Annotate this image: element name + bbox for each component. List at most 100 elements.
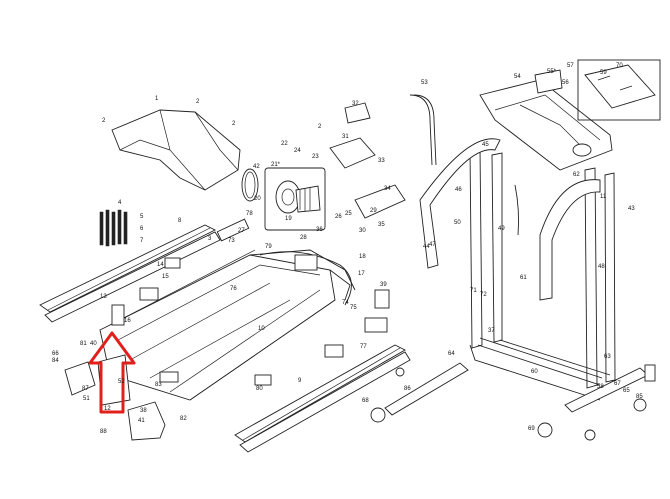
part-number-label: 53	[421, 80, 428, 86]
part-number-label: 80	[256, 386, 263, 392]
part-number-label: 56	[562, 80, 569, 86]
part-number-label: 83	[155, 382, 162, 388]
console-overlay-inset	[577, 59, 661, 121]
part-number-label: 7	[140, 238, 144, 244]
part-number-label: 77	[360, 344, 367, 350]
controller-bracket	[329, 102, 406, 219]
part-number-label: 48	[598, 264, 605, 270]
part-number-label: 28	[300, 235, 307, 241]
part-number-label: 49	[498, 226, 505, 232]
part-number-label: 22	[281, 141, 288, 147]
part-number-label: 9	[298, 378, 302, 384]
part-number-label: 82	[180, 416, 187, 422]
part-number-label: 10	[258, 326, 265, 332]
part-number-label: 54	[514, 74, 521, 80]
part-number-label: 15	[162, 274, 169, 280]
part-number-label: 58	[597, 384, 604, 390]
part-number-label: 87	[82, 386, 89, 392]
right-side-rail	[234, 344, 411, 453]
part-number-label: 88	[100, 429, 107, 435]
part-number-label: 12	[104, 406, 111, 412]
part-number-label: 33	[378, 158, 385, 164]
part-number-label: 13	[100, 294, 107, 300]
motor-assembly	[264, 167, 326, 231]
part-number-label: 23	[312, 154, 319, 160]
part-number-label: 1	[155, 96, 159, 102]
part-number-label: 11	[600, 194, 607, 200]
highlight-arrow	[88, 331, 136, 414]
part-number-label: 26	[335, 214, 342, 220]
part-number-label: 55*	[547, 69, 557, 75]
part-number-label: 44	[423, 244, 430, 250]
drive-belt	[241, 168, 259, 202]
part-number-label: 61	[520, 275, 527, 281]
part-number-label: 65	[623, 388, 630, 394]
part-number-label: 8	[178, 218, 182, 224]
part-number-label: 72	[480, 292, 487, 298]
part-number-label: 78	[246, 211, 253, 217]
part-number-label: 19	[285, 216, 292, 222]
part-number-label: 46	[455, 187, 462, 193]
part-number-label: 14	[157, 262, 164, 268]
part-number-label: 29	[370, 208, 377, 214]
part-number-label: 81	[80, 341, 87, 347]
upright-frame	[469, 147, 616, 401]
part-number-label: 47	[429, 242, 436, 248]
base-frame	[370, 362, 656, 441]
part-number-label: 25	[345, 211, 352, 217]
part-number-label: 79	[265, 244, 272, 250]
part-number-label: 6	[140, 226, 144, 232]
part-number-label: 31	[342, 134, 349, 140]
part-number-label: 42	[253, 164, 260, 170]
part-number-label: 69	[528, 426, 535, 432]
deck-small-parts	[111, 218, 390, 386]
part-number-label: 41	[138, 418, 145, 424]
rear-end-caps	[64, 354, 166, 441]
part-number-label: 84	[52, 358, 59, 364]
part-number-label: 68	[362, 398, 369, 404]
part-number-label: 70	[616, 63, 623, 69]
part-number-label: 57	[567, 63, 574, 69]
part-number-label: 2	[318, 124, 322, 130]
part-number-label: 75	[350, 305, 357, 311]
part-number-label: 40	[90, 341, 97, 347]
part-number-label: 62	[573, 172, 580, 178]
part-number-label: 2	[196, 99, 200, 105]
part-number-label: 74	[342, 300, 349, 306]
part-number-label: 32	[352, 101, 359, 107]
part-number-label: 35	[378, 222, 385, 228]
part-number-label: 60	[531, 369, 538, 375]
part-number-label: 2	[102, 118, 106, 124]
part-number-label: 30	[359, 228, 366, 234]
part-number-label: 85	[636, 394, 643, 400]
part-number-label: 67	[614, 381, 621, 387]
part-number-label: 73	[228, 238, 235, 244]
part-number-label: 20	[254, 196, 261, 202]
part-number-label: 86	[404, 386, 411, 392]
part-number-label: 27	[238, 228, 245, 234]
part-number-label: 16	[124, 318, 131, 324]
part-number-label: 17	[358, 271, 365, 277]
part-number-label: 64	[448, 351, 455, 357]
part-number-label: 3	[208, 236, 212, 242]
part-number-label: 43	[628, 206, 635, 212]
part-number-label: 4	[118, 200, 122, 206]
part-number-label: 51	[83, 396, 90, 402]
part-number-label: 5	[140, 214, 144, 220]
part-number-label: 71	[470, 288, 477, 294]
part-number-label: 36	[316, 227, 323, 233]
part-number-label: 45	[482, 142, 489, 148]
part-number-label: 50	[454, 220, 461, 226]
part-number-label: 24	[294, 148, 301, 154]
part-number-label: 34	[384, 186, 391, 192]
part-number-label: 39	[380, 282, 387, 288]
part-number-label: 59	[600, 70, 607, 76]
part-number-label: 66	[52, 351, 59, 357]
console	[479, 69, 613, 171]
part-number-label: 37	[488, 328, 495, 334]
part-number-label: 76	[230, 286, 237, 292]
cable-ties	[99, 209, 128, 247]
upright-wiring	[409, 94, 520, 236]
